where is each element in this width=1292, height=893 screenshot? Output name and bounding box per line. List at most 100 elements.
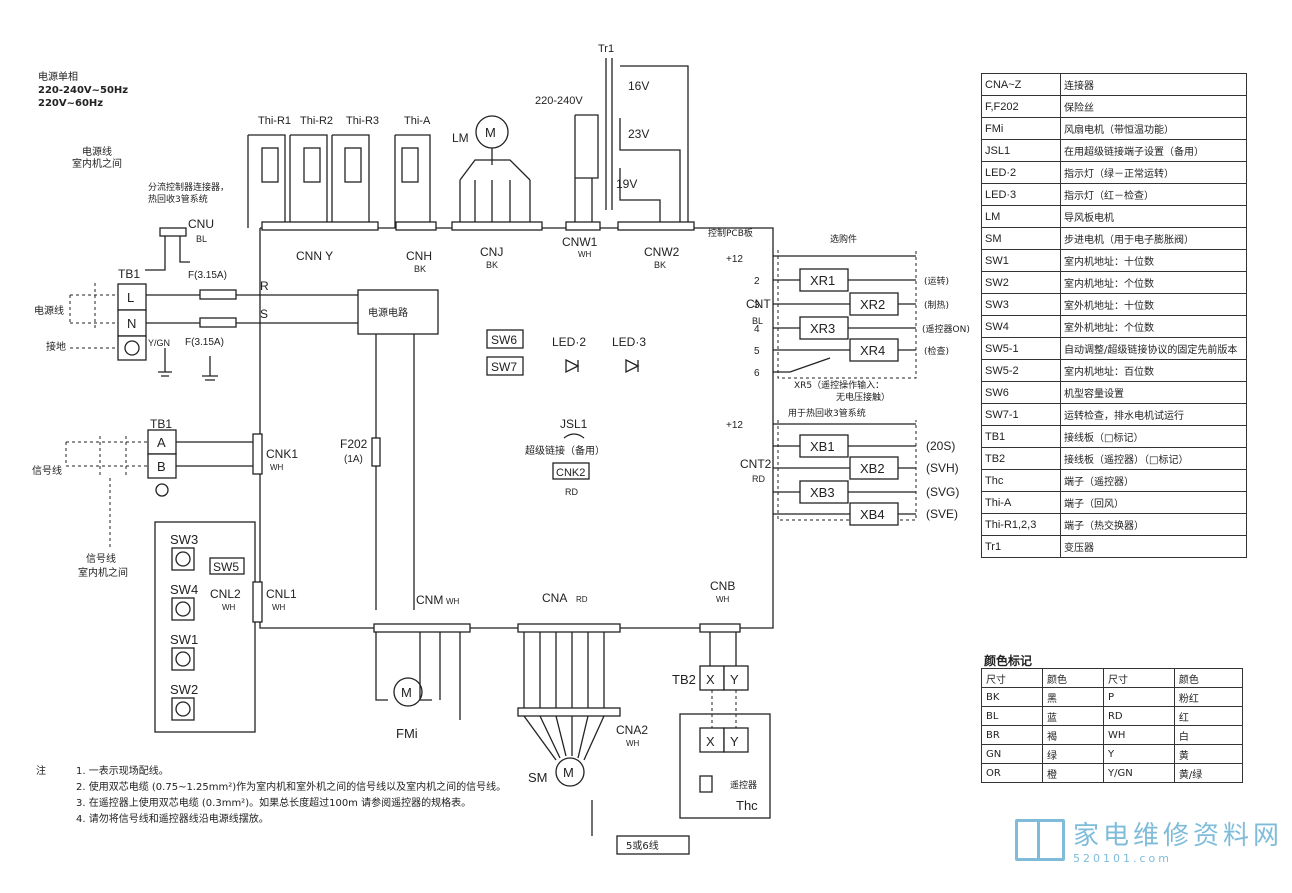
super-link-label: 超级链接（备用） [525,444,605,457]
color-header-size1: 尺寸 [981,668,1043,688]
sw4-dial [171,597,195,621]
cnt2-label: CNT2 [740,457,772,471]
xr2-relay [849,292,899,316]
fuse2 [199,317,237,328]
cnl1-label: CNL1 [266,587,297,601]
xb3-label: XB3 [810,485,835,500]
legend-desc: 连接器 [1060,73,1247,96]
legend-code: SW2 [981,271,1061,294]
jsl1-jumper [563,433,585,439]
jsl1-label: JSL1 [560,417,588,431]
cnh-color: BK [414,264,426,274]
power-line-between-label2: 室内机之间 [72,157,122,170]
wire-count-label: 5或6线 [626,839,659,852]
terminal-B [147,453,177,479]
cnm-connector [373,623,471,633]
f202-fuse [371,437,381,467]
xb3-relay [799,480,849,504]
cna2-connector [517,707,621,717]
sw5-label: SW5 [213,560,239,574]
sve-label: (SVE) [926,507,958,521]
sw2-dial-icon [175,701,191,717]
note-item: 3. 在遥控器上使用双芯电缆 (0.3mm²)。如果总长度超过100m 请参阅遥… [76,798,472,809]
svh-label: (SVH) [926,461,959,475]
cnt-label: CNT [746,297,771,311]
v16-label: 16V [628,79,649,93]
power-title: 电源单相 [38,70,78,83]
legend-code: SW3 [981,293,1061,316]
legend-code: FMi [981,117,1061,140]
xb1-label: XB1 [810,439,835,454]
xr1-label: XR1 [810,273,835,288]
xb2-label: XB2 [860,461,885,476]
legend-code: SW1 [981,249,1061,272]
R-label: R [260,279,269,293]
legend-desc: 端子（回风） [1060,491,1247,514]
v19-label: 19V [616,177,637,191]
sw3-label: SW3 [170,532,198,547]
cnh-connector [395,221,437,231]
sm-motor [555,757,585,787]
cnk1-color: WH [270,463,284,472]
legend-code: TB2 [981,447,1061,470]
fm1-wires [375,632,461,720]
tb1-label: TB1 [118,267,140,281]
tb2-Y-label: Y [730,672,739,687]
legend-desc: 室内机地址：百位数 [1060,359,1247,382]
fuse1 [199,289,237,300]
cnl1-color: WH [272,603,286,612]
sw2-dial [171,697,195,721]
legend-code: Thc [981,469,1061,492]
remote-field-wires [711,690,737,728]
f202-label: F202 [340,437,368,451]
legend-desc: 室外机地址：十位数 [1060,293,1247,316]
sw5-switch [209,557,245,575]
terminal-B-label: B [157,459,166,474]
signal-line-label: 信号线 [32,464,62,477]
power-line-between-label: 电源线 [82,145,112,158]
cnw1-label: CNW1 [562,235,598,249]
tb2-label: TB2 [672,672,696,687]
lm-label: LM [452,131,469,145]
note-item: 1. 一表示现场配线。 [76,766,169,777]
remote-Y-label: Y [730,734,739,749]
legend-desc: 室内机地址：十位数 [1060,249,1247,272]
pcb-outline [259,227,774,629]
tr1-label: Tr1 [598,43,614,55]
cnm-label: CNM [416,593,443,607]
cnt-wires [773,255,916,373]
watermark-url: 520101.com [1073,852,1172,865]
cnj-color: BK [486,260,498,270]
watermark-title: 家电维修资料网 [1073,821,1284,851]
color-cell: 红 [1173,706,1244,726]
power-circuit-wires [375,334,415,610]
signal-wires [176,441,255,467]
legend-code: Tr1 [981,535,1061,558]
color-cell: 绿 [1041,744,1104,764]
xr2-label: XR2 [860,297,885,312]
cnu-wires [145,236,190,271]
color-header-color2: 颜色 [1173,668,1244,688]
color-cell: BL [981,706,1043,726]
color-cell: RD [1102,706,1175,726]
remote-label: 遥控器 [730,779,757,791]
address-switch-panel [154,521,256,733]
chassis-ground-icon [158,348,172,377]
cnk1-label: CNK1 [266,447,298,461]
splitter-note2: 热回收3管系统 [148,193,208,205]
cnt-pin6: 6 [754,368,760,379]
remote-X-label: X [706,734,715,749]
color-cell: 白 [1173,725,1244,745]
